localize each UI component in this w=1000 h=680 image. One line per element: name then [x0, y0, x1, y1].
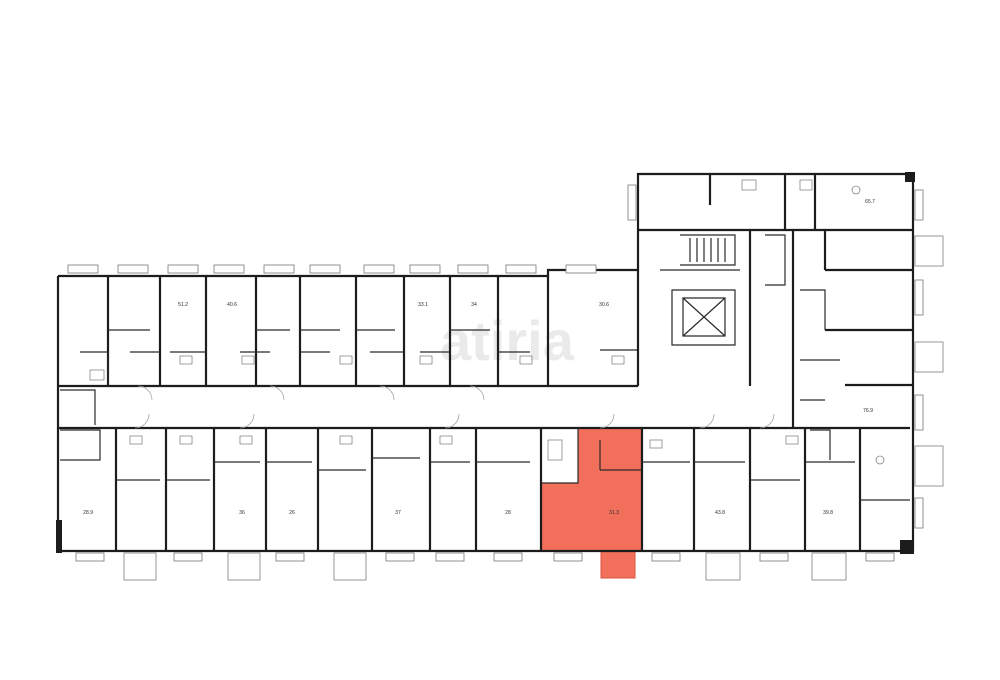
- bottom-row-walls: [60, 389, 910, 551]
- fixtures: [89, 179, 885, 465]
- unit-area-label: 28.9: [83, 510, 93, 516]
- unit-area-label: 28: [505, 510, 511, 516]
- unit-area-label: 51.2: [178, 302, 188, 308]
- unit-area-label: 39.8: [823, 510, 833, 516]
- unit-area-label: 33.1: [418, 302, 428, 308]
- area-labels: 51.2 40.6 33.1 34 30.6 65.7 76.9 28.9 36…: [83, 199, 875, 516]
- unit-area-label: 30.6: [599, 302, 609, 308]
- unit-area-label: 36: [239, 510, 245, 516]
- unit-area-label: 26: [289, 510, 295, 516]
- unit-area-label: 40.6: [227, 302, 237, 308]
- unit-area-label: 43.8: [715, 510, 725, 516]
- unit-area-label-highlighted: 31.3: [609, 510, 619, 516]
- watermark: atiria: [440, 309, 575, 372]
- pillars: [56, 172, 915, 554]
- doors: [134, 385, 775, 429]
- top-row-walls: [80, 276, 638, 386]
- unit-area-label: 34: [471, 302, 477, 308]
- bottom-windows: [75, 552, 895, 581]
- north-east-walls: [636, 174, 913, 428]
- unit-area-label: 37: [395, 510, 401, 516]
- unit-area-label: 65.7: [865, 199, 875, 205]
- top-windows: [67, 264, 597, 274]
- north-east-windows: [627, 184, 944, 529]
- unit-area-label: 76.9: [863, 408, 873, 414]
